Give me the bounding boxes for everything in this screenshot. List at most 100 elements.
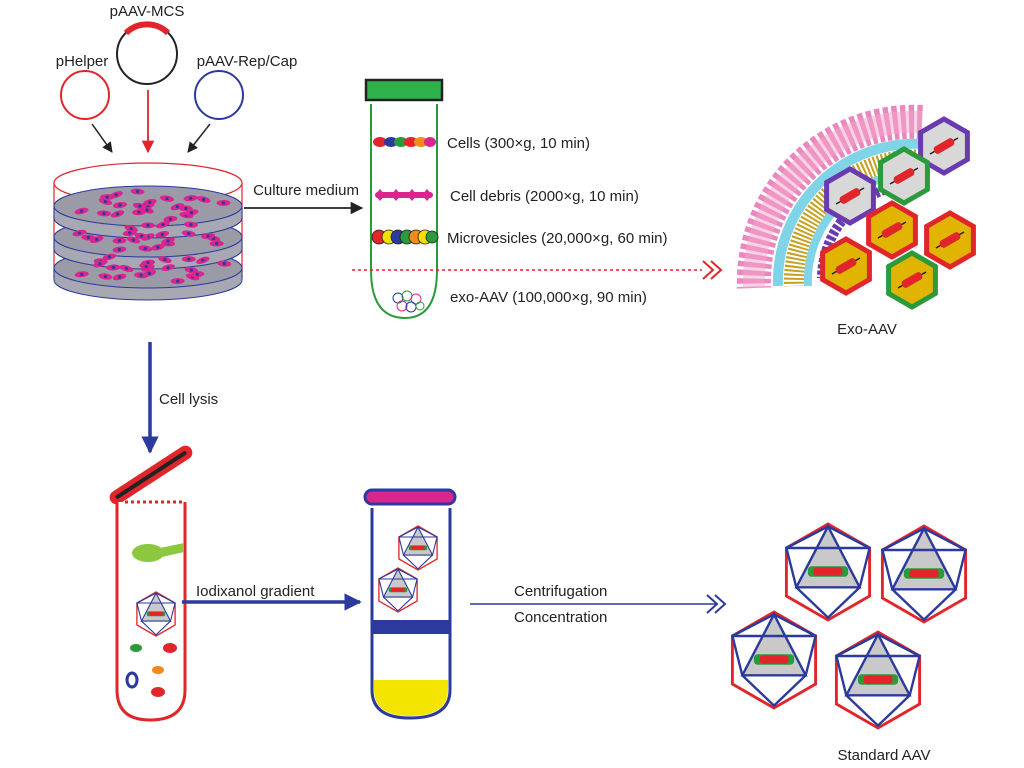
label-pAAV-MCS: pAAV-MCS	[110, 3, 185, 20]
gradient-tube	[363, 488, 457, 720]
cell	[138, 245, 153, 252]
aav-capsid-icon	[378, 567, 418, 613]
standard-aav-capsids	[730, 522, 968, 730]
cell	[141, 222, 155, 229]
cells-band	[373, 137, 436, 147]
debris-particle	[125, 671, 139, 689]
debris-particle	[130, 644, 142, 652]
gradient-bottom-layer	[374, 680, 448, 716]
cell-culture-flask	[53, 162, 243, 301]
cell	[196, 196, 211, 203]
aav-capsid-icon	[784, 522, 872, 622]
microvesicles-band	[371, 229, 439, 245]
tube-body	[370, 104, 438, 320]
cell	[163, 215, 178, 223]
cell	[102, 253, 117, 261]
cell	[140, 206, 154, 214]
cell	[190, 271, 205, 278]
cell	[170, 203, 185, 211]
cell	[110, 210, 125, 218]
cell	[156, 221, 170, 229]
aav-band	[372, 620, 450, 634]
exo-aav-capsids	[820, 116, 976, 310]
label-fraction-debris: Cell debris (2000×g, 10 min)	[450, 188, 639, 205]
cell	[98, 273, 113, 280]
centrifuge-tube	[364, 78, 444, 320]
cell	[134, 232, 149, 240]
label-iodixanol-gradient: Iodixanol gradient	[196, 583, 315, 600]
cell	[130, 188, 145, 195]
cell	[201, 232, 215, 240]
aav-capsid-icon	[730, 610, 818, 710]
cell	[184, 209, 199, 216]
aav-capsid-icon	[136, 591, 176, 637]
cell	[161, 237, 175, 245]
cell	[217, 260, 232, 267]
cell	[126, 236, 141, 244]
exo-aav-capsid	[918, 116, 970, 176]
cell	[209, 240, 224, 247]
plasmid-pAAV-Rep-Cap	[194, 70, 244, 120]
cell	[161, 264, 175, 272]
label-concentration: Concentration	[514, 609, 607, 626]
exo-aav-capsid	[866, 200, 918, 260]
tube-cap	[364, 78, 444, 102]
exo-aav-capsid	[878, 146, 930, 206]
arrow-pHelper	[91, 123, 113, 153]
lysate-tube-cap	[109, 445, 193, 505]
cell	[160, 195, 174, 202]
cell	[96, 210, 111, 217]
label-culture-medium: Culture medium	[253, 182, 359, 199]
cell	[181, 230, 196, 237]
label-fraction-cells: Cells (300×g, 10 min)	[447, 135, 590, 152]
label-centrifugation: Centrifugation	[514, 583, 607, 600]
cell	[183, 221, 198, 228]
cell	[106, 264, 121, 271]
double-chevron-exo-aav	[702, 260, 723, 280]
cell	[74, 271, 89, 278]
exo-aav-capsid	[820, 236, 872, 296]
exo-aav-pellet	[392, 290, 425, 313]
arrow-pAAV-Rep-Cap	[187, 123, 211, 153]
aav-capsid-icon	[834, 630, 922, 730]
label-exo-aav: Exo-AAV	[837, 321, 897, 338]
cell	[150, 243, 165, 251]
cell	[89, 235, 104, 244]
cell	[158, 256, 172, 264]
label-cell-lysis: Cell lysis	[159, 391, 218, 408]
label-standard-aav: Standard AAV	[837, 747, 930, 764]
gradient-tube-cap	[363, 488, 457, 506]
cell	[93, 260, 107, 268]
cell	[142, 198, 157, 206]
debris-particle	[163, 643, 177, 653]
cultured-cells	[72, 188, 232, 285]
exo-aav-capsid	[824, 166, 876, 226]
aav-capsid-icon	[398, 525, 438, 571]
debris-particle	[152, 666, 164, 674]
cell	[155, 231, 170, 238]
cell	[100, 194, 115, 201]
exo-aav-capsid	[924, 210, 976, 270]
aav-capsid-icon	[880, 524, 968, 624]
aav-capsids	[378, 525, 438, 613]
cell	[183, 195, 198, 202]
exo-aav-vesicle	[736, 104, 976, 310]
label-fraction-exo-aav: exo-AAV (100,000×g, 90 min)	[450, 289, 647, 306]
cell	[119, 264, 134, 273]
cell-fragment	[132, 543, 184, 562]
cell	[170, 278, 185, 285]
cell	[124, 225, 138, 233]
label-fraction-microvesicles: Microvesicles (20,000×g, 60 min)	[447, 230, 668, 247]
cell	[72, 229, 87, 237]
cell	[181, 256, 196, 263]
cell	[139, 263, 154, 270]
cell	[196, 256, 210, 264]
exo-aav-capsid	[886, 250, 938, 310]
cell	[184, 266, 199, 274]
label-pHelper: pHelper	[56, 53, 109, 70]
cell	[142, 269, 157, 277]
cell	[216, 199, 231, 206]
cell	[113, 201, 127, 209]
plasmid-pHelper	[60, 70, 110, 120]
